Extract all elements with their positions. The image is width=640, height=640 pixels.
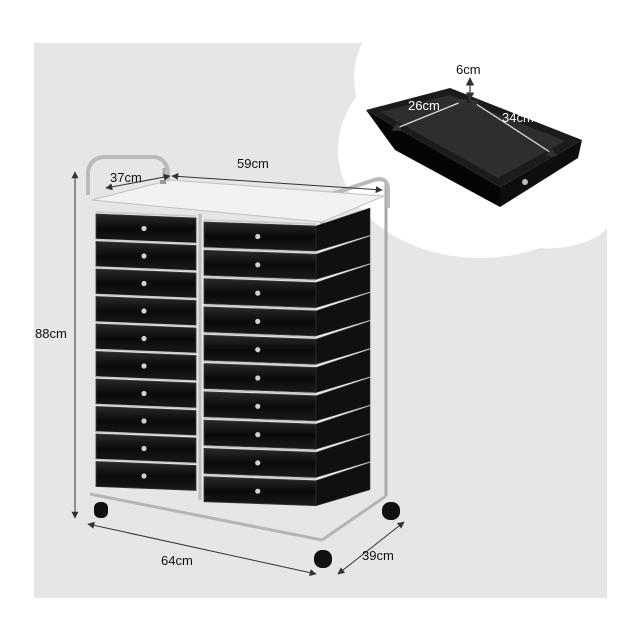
drawer-knob xyxy=(141,390,147,397)
caster-front-right xyxy=(314,550,332,568)
top-width-dimension-line xyxy=(171,172,383,194)
depth-dimension-line xyxy=(337,521,405,575)
width-label: 64cm xyxy=(161,553,193,568)
drawer-side xyxy=(315,320,371,365)
drawer-rail xyxy=(203,332,317,338)
drawer-knob xyxy=(522,179,528,185)
top-width-label: 59cm xyxy=(237,156,269,171)
drawer-knob xyxy=(255,403,261,409)
drawer-width-line xyxy=(391,98,467,132)
drawer-rail xyxy=(95,321,197,327)
drawer-rail xyxy=(95,348,197,355)
drawer-side xyxy=(315,207,371,252)
drawer-knob xyxy=(255,233,261,240)
drawer-rail xyxy=(95,376,197,382)
drawer-knob xyxy=(255,262,261,268)
drawer-side xyxy=(315,433,371,478)
caster-back-right xyxy=(382,502,400,520)
drawer-stack xyxy=(95,207,371,507)
drawer-rail xyxy=(95,458,197,465)
drawer-knob xyxy=(141,253,147,259)
drawer-knob xyxy=(255,290,261,296)
drawer-side xyxy=(315,264,371,309)
caster-front-left xyxy=(94,502,108,518)
drawer-rail xyxy=(203,360,317,367)
drawer-length-label: 34cm xyxy=(502,110,534,125)
drawer-rail xyxy=(95,266,197,272)
width-dimension-line xyxy=(87,521,317,577)
drawer-side xyxy=(315,405,371,450)
drawer-side xyxy=(315,377,371,422)
drawer-knob xyxy=(255,460,261,466)
left-handle xyxy=(86,155,170,195)
drawer-rail xyxy=(95,293,197,300)
drawer-side xyxy=(315,292,371,337)
drawer-rail xyxy=(95,238,197,245)
drawer-knob xyxy=(141,473,147,479)
drawer-depth-label: 6cm xyxy=(456,62,481,77)
drawer-rail xyxy=(203,275,317,282)
drawer-knob xyxy=(255,488,261,494)
drawer-knob xyxy=(141,308,147,314)
drawer-knob xyxy=(141,280,147,287)
drawer-knob xyxy=(141,445,147,452)
depth-label: 39cm xyxy=(362,548,394,563)
drawer-rail xyxy=(203,417,317,423)
drawer-side xyxy=(315,349,371,393)
drawer-side xyxy=(315,462,371,507)
drawer-inset: 6cm 26cm 34cm xyxy=(338,42,622,258)
drawer-width-label: 26cm xyxy=(408,98,440,113)
drawer-rail xyxy=(95,403,197,410)
drawer-rail xyxy=(203,247,317,254)
drawer-rail xyxy=(95,431,197,437)
drawer-rail xyxy=(203,389,317,395)
drawer-rail xyxy=(95,211,197,217)
caster-back-left xyxy=(160,180,166,184)
height-label: 88cm xyxy=(35,326,67,341)
drawer-knob xyxy=(141,363,147,369)
drawer-knob xyxy=(255,375,261,381)
drawer-knob xyxy=(255,318,261,324)
drawer-side xyxy=(315,235,371,280)
drawer-rail xyxy=(203,304,317,310)
drawer-length-line xyxy=(469,99,557,157)
drawer-knob xyxy=(255,432,261,438)
drawer-rail xyxy=(203,219,317,225)
drawer-rail xyxy=(203,473,317,480)
top-depth-label: 37cm xyxy=(110,170,142,185)
drawer-knob xyxy=(141,335,147,342)
drawer-knob xyxy=(255,347,261,353)
top-depth-dimension-line xyxy=(105,173,171,191)
drawer-knob xyxy=(141,418,147,424)
drawer-knob xyxy=(141,225,147,232)
drawer-rail xyxy=(203,445,317,452)
